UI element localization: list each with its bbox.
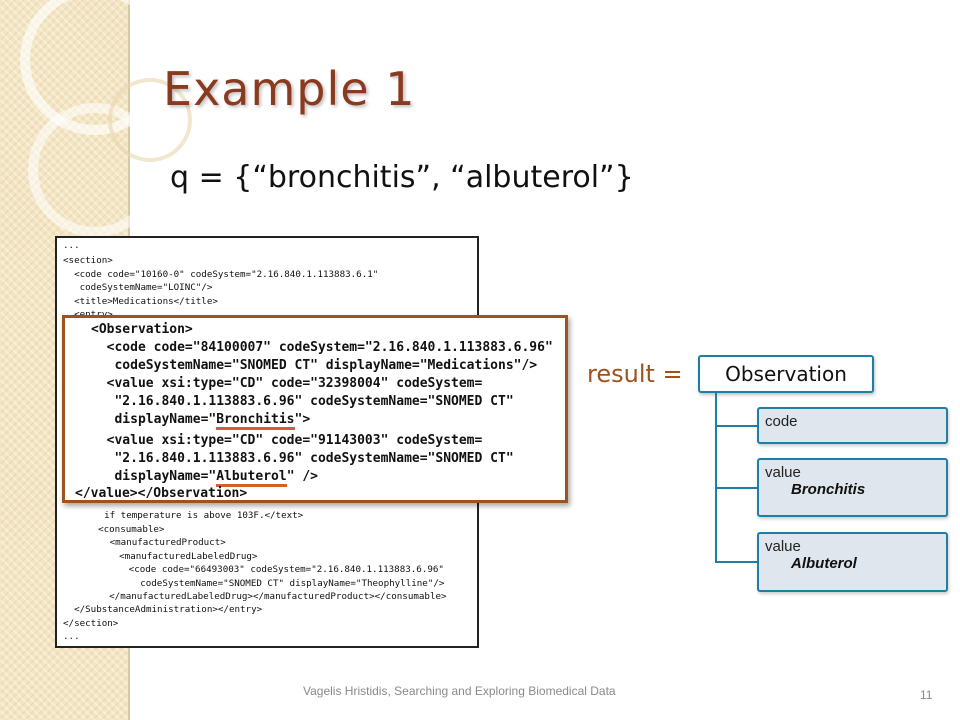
display-name-prefix: displayName=" [91, 412, 217, 427]
xml-line: </section> [63, 618, 119, 629]
zoom-line-display-name: displayName="Bronchitis"> [91, 412, 311, 430]
tree-connector [715, 425, 757, 427]
tree-node-value: value Bronchitis [757, 458, 948, 517]
xml-line: <code code="10160-0" codeSystem="2.16.84… [63, 269, 379, 280]
zoom-line-display-name: displayName="Albuterol" /> [91, 469, 318, 487]
tree-connector [715, 487, 757, 489]
xml-line: <section> [63, 255, 113, 266]
node-value: Albuterol [791, 555, 857, 572]
zoom-line: "2.16.840.1.113883.6.96" codeSystemName=… [91, 394, 514, 409]
footer-text: Vagelis Hristidis, Searching and Explori… [303, 684, 616, 698]
tree-node-value: value Albuterol [757, 532, 948, 592]
zoom-line: <Observation> [91, 322, 193, 337]
node-value: Bronchitis [791, 481, 866, 498]
xml-line: </SubstanceAdministration></entry> [63, 604, 263, 615]
result-label: result = [587, 360, 683, 388]
tree-node-code: code [757, 407, 948, 444]
display-name-suffix: " /> [286, 469, 318, 484]
display-name-suffix: "> [294, 412, 311, 427]
xml-line: ... [63, 240, 80, 251]
tree-root-node: Observation [698, 355, 874, 393]
xml-line: codeSystemName="LOINC"/> [63, 282, 213, 293]
zoom-line: <value xsi:type="CD" code="32398004" cod… [91, 376, 483, 391]
xml-line: <manufacturedProduct> [93, 537, 226, 548]
bronchitis-highlight: Bronchitis [216, 412, 295, 430]
zoom-line: "2.16.840.1.113883.6.96" codeSystemName=… [91, 451, 514, 466]
xml-line: <entry> [63, 309, 113, 320]
node-label: value [765, 464, 801, 481]
zoom-line: </value></Observation> [75, 486, 248, 501]
zoom-line: <code code="84100007" codeSystem="2.16.8… [91, 340, 553, 355]
query-text: q = {“bronchitis”, “albuterol”} [170, 160, 634, 195]
xml-line: if temperature is above 103F.</text> [93, 510, 304, 521]
albuterol-highlight: Albuterol [216, 469, 287, 487]
xml-line: ... [63, 631, 80, 642]
zoom-line: <value xsi:type="CD" code="91143003" cod… [91, 433, 483, 448]
slide-title: Example 1 [163, 62, 416, 116]
xml-line: <title>Medications</title> [63, 296, 218, 307]
xml-line: codeSystemName="SNOMED CT" displayName="… [107, 578, 445, 589]
node-label: value [765, 538, 801, 555]
page-number: 11 [920, 688, 933, 702]
decorative-circles [20, 0, 192, 237]
display-name-prefix: displayName=" [91, 469, 217, 484]
observation-zoom-box: <Observation> <code code="84100007" code… [62, 315, 568, 503]
xml-line: <consumable> [87, 524, 165, 535]
xml-line: </manufacturedLabeledDrug></manufactured… [87, 591, 447, 602]
xml-line: <manufacturedLabeledDrug> [97, 551, 258, 562]
tree-connector [715, 393, 717, 562]
node-label: code [765, 413, 798, 430]
zoom-line: codeSystemName="SNOMED CT" displayName="… [91, 358, 538, 373]
xml-line: <code code="66493003" codeSystem="2.16.8… [101, 564, 444, 575]
tree-connector [715, 561, 757, 563]
